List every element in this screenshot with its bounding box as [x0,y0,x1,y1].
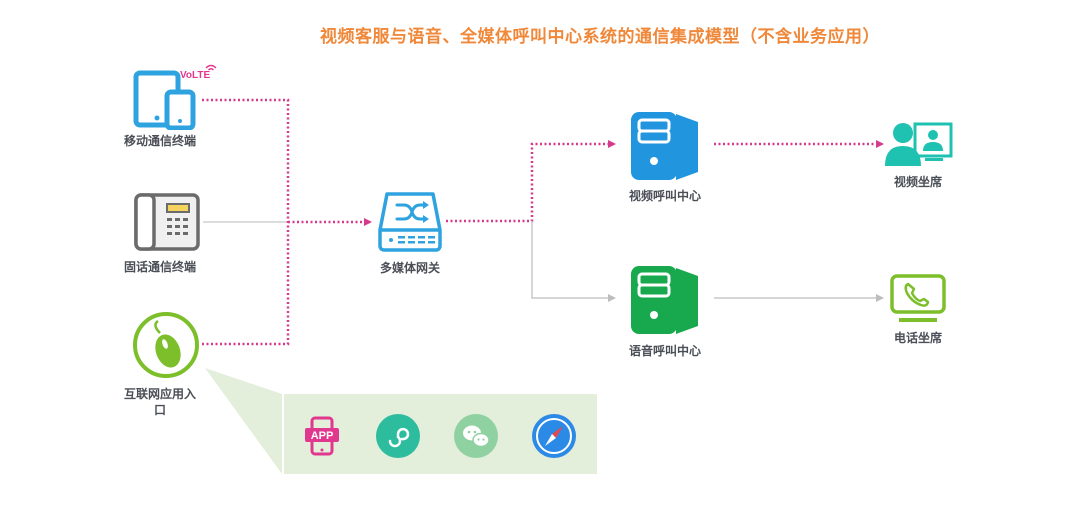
fixed-terminal-node[interactable] [134,193,200,255]
phone-agent-node[interactable] [890,274,946,328]
video-call-center-node[interactable] [628,110,700,186]
mobile-terminal-node[interactable] [133,70,223,134]
fixed-terminal-label: 固话通信终端 [123,260,196,274]
phone-agent-label: 电话坐席 [893,331,942,345]
gateway-to-video-center-link [446,140,616,223]
server-icon [631,112,698,180]
gateway-to-voice-center-link [531,221,616,302]
app-icon[interactable]: APP [300,414,344,458]
mini-program-icon[interactable] [376,414,420,458]
tablet-phone-icon [133,70,196,131]
gateway-shuffle-icon [378,192,442,252]
video-agent-icon [885,122,953,166]
svg-text:APP: APP [311,430,334,442]
phone-screen-icon [890,274,946,322]
wifi-signal-icon [205,64,217,71]
voice-call-center-label: 语音呼叫中心 [628,344,701,358]
internet-apps-panel: APP [282,394,597,474]
mouse-icon [133,312,199,378]
internet-entry-label: 互联网应用入 口 [100,386,220,418]
volte-badge: VoLTE [180,70,211,81]
internet-entry-node[interactable] [132,311,200,383]
mobile-terminal-label: 移动通信终端 [123,134,196,148]
internet-entry-label-line2: 口 [153,403,166,417]
wechat-icon[interactable] [454,414,498,458]
voice-call-center-node[interactable] [628,264,700,340]
diagram-title: 视频客服与语音、全媒体呼叫中心系统的通信集成模型（不含业务应用） [320,27,880,47]
internet-entry-label-line1: 互联网应用入 [123,387,196,401]
video-agent-node[interactable] [885,120,955,174]
safari-compass-icon[interactable] [532,414,576,458]
server-icon [631,266,698,334]
video-agent-label: 视频坐席 [893,175,942,189]
video-call-center-label: 视频呼叫中心 [628,189,701,203]
media-gateway-node[interactable] [377,190,443,256]
media-gateway-label: 多媒体网关 [379,261,440,275]
desk-phone-icon [134,193,200,251]
